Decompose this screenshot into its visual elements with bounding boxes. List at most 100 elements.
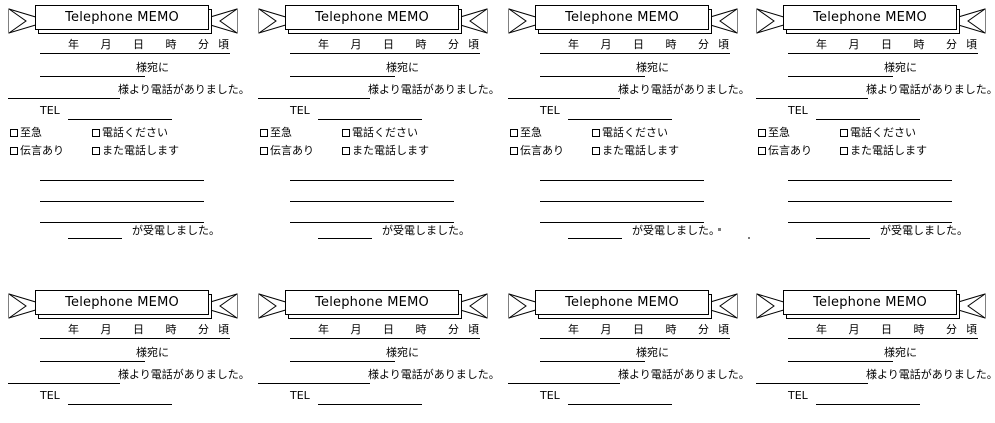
recipient-row[interactable]: 様宛に xyxy=(500,58,747,80)
checkbox-will-call[interactable]: また電話します xyxy=(342,145,429,156)
caller-row[interactable]: 様より電話がありました。 xyxy=(500,365,747,387)
memo-note-rule[interactable] xyxy=(290,222,454,223)
tel-row[interactable]: TEL xyxy=(250,102,497,124)
memo-note-rule[interactable] xyxy=(40,180,204,181)
checkbox-box-icon[interactable] xyxy=(510,129,518,137)
checkbox-box-icon[interactable] xyxy=(260,129,268,137)
date-row[interactable]: 年 月 日 時 分頃 xyxy=(748,36,995,58)
recipient-write-rule[interactable] xyxy=(540,76,645,77)
date-write-rule[interactable] xyxy=(290,53,480,54)
checkbox-box-icon[interactable] xyxy=(840,147,848,155)
memo-note-rule[interactable] xyxy=(290,201,454,202)
checkbox-box-icon[interactable] xyxy=(758,129,766,137)
recipient-write-rule[interactable] xyxy=(290,361,395,362)
memo-note-rule[interactable] xyxy=(788,222,952,223)
tel-write-rule[interactable] xyxy=(318,119,422,120)
recipient-row[interactable]: 様宛に xyxy=(0,343,247,365)
date-write-rule[interactable] xyxy=(540,53,730,54)
memo-note-rule[interactable] xyxy=(540,180,704,181)
tel-row[interactable]: TEL xyxy=(748,102,995,124)
recipient-write-rule[interactable] xyxy=(788,361,893,362)
tel-write-rule[interactable] xyxy=(318,404,422,405)
tel-write-rule[interactable] xyxy=(816,119,920,120)
memo-note-rule[interactable] xyxy=(788,201,952,202)
caller-write-rule[interactable] xyxy=(756,98,868,99)
checkbox-message[interactable]: 伝言あり xyxy=(10,145,64,156)
receiver-write-rule[interactable] xyxy=(568,238,622,239)
recipient-write-rule[interactable] xyxy=(40,361,145,362)
checkbox-urgent[interactable]: 至急 xyxy=(260,127,292,138)
tel-write-rule[interactable] xyxy=(816,404,920,405)
memo-note-rule[interactable] xyxy=(540,201,704,202)
checkbox-box-icon[interactable] xyxy=(342,129,350,137)
receiver-write-rule[interactable] xyxy=(318,238,372,239)
date-write-rule[interactable] xyxy=(40,338,230,339)
caller-write-rule[interactable] xyxy=(8,98,120,99)
date-row[interactable]: 年 月 日 時 分頃 xyxy=(500,321,747,343)
date-row[interactable]: 年 月 日 時 分頃 xyxy=(748,321,995,343)
caller-write-rule[interactable] xyxy=(258,98,370,99)
checkbox-call-back[interactable]: 電話ください xyxy=(342,127,418,138)
checkbox-box-icon[interactable] xyxy=(758,147,766,155)
receiver-write-rule[interactable] xyxy=(816,238,870,239)
tel-write-rule[interactable] xyxy=(68,404,172,405)
date-write-rule[interactable] xyxy=(540,338,730,339)
recipient-write-rule[interactable] xyxy=(788,76,893,77)
caller-row[interactable]: 様より電話がありました。 xyxy=(250,365,497,387)
date-write-rule[interactable] xyxy=(40,53,230,54)
checkbox-box-icon[interactable] xyxy=(840,129,848,137)
date-row[interactable]: 年 月 日 時 分頃 xyxy=(0,36,247,58)
tel-row[interactable]: TEL xyxy=(0,387,247,409)
recipient-row[interactable]: 様宛に xyxy=(250,58,497,80)
caller-row[interactable]: 様より電話がありました。 xyxy=(748,80,995,102)
recipient-row[interactable]: 様宛に xyxy=(0,58,247,80)
recipient-row[interactable]: 様宛に xyxy=(748,58,995,80)
checkbox-urgent[interactable]: 至急 xyxy=(758,127,790,138)
caller-write-rule[interactable] xyxy=(508,98,620,99)
memo-note-rule[interactable] xyxy=(290,180,454,181)
tel-row[interactable]: TEL xyxy=(0,102,247,124)
date-write-rule[interactable] xyxy=(788,53,978,54)
checkbox-box-icon[interactable] xyxy=(92,147,100,155)
checkbox-urgent[interactable]: 至急 xyxy=(10,127,42,138)
caller-row[interactable]: 様より電話がありました。 xyxy=(0,365,247,387)
checkbox-call-back[interactable]: 電話ください xyxy=(592,127,668,138)
checkbox-urgent[interactable]: 至急 xyxy=(510,127,542,138)
caller-write-rule[interactable] xyxy=(8,383,120,384)
date-write-rule[interactable] xyxy=(290,338,480,339)
memo-note-rule[interactable] xyxy=(540,222,704,223)
caller-write-rule[interactable] xyxy=(508,383,620,384)
caller-write-rule[interactable] xyxy=(756,383,868,384)
tel-write-rule[interactable] xyxy=(68,119,172,120)
checkbox-box-icon[interactable] xyxy=(10,129,18,137)
caller-row[interactable]: 様より電話がありました。 xyxy=(0,80,247,102)
checkbox-box-icon[interactable] xyxy=(92,129,100,137)
caller-row[interactable]: 様より電話がありました。 xyxy=(250,80,497,102)
recipient-row[interactable]: 様宛に xyxy=(748,343,995,365)
checkbox-call-back[interactable]: 電話ください xyxy=(840,127,916,138)
recipient-write-rule[interactable] xyxy=(290,76,395,77)
date-write-rule[interactable] xyxy=(788,338,978,339)
checkbox-message[interactable]: 伝言あり xyxy=(758,145,812,156)
checkbox-box-icon[interactable] xyxy=(592,147,600,155)
date-row[interactable]: 年 月 日 時 分頃 xyxy=(500,36,747,58)
receiver-write-rule[interactable] xyxy=(68,238,122,239)
date-row[interactable]: 年 月 日 時 分頃 xyxy=(250,36,497,58)
recipient-write-rule[interactable] xyxy=(540,361,645,362)
date-row[interactable]: 年 月 日 時 分頃 xyxy=(0,321,247,343)
checkbox-will-call[interactable]: また電話します xyxy=(592,145,679,156)
tel-row[interactable]: TEL xyxy=(748,387,995,409)
recipient-row[interactable]: 様宛に xyxy=(500,343,747,365)
checkbox-box-icon[interactable] xyxy=(260,147,268,155)
memo-note-rule[interactable] xyxy=(40,201,204,202)
checkbox-box-icon[interactable] xyxy=(592,129,600,137)
checkbox-box-icon[interactable] xyxy=(342,147,350,155)
checkbox-will-call[interactable]: また電話します xyxy=(840,145,927,156)
caller-write-rule[interactable] xyxy=(258,383,370,384)
tel-write-rule[interactable] xyxy=(568,404,672,405)
checkbox-will-call[interactable]: また電話します xyxy=(92,145,179,156)
checkbox-box-icon[interactable] xyxy=(10,147,18,155)
date-row[interactable]: 年 月 日 時 分頃 xyxy=(250,321,497,343)
recipient-write-rule[interactable] xyxy=(40,76,145,77)
checkbox-box-icon[interactable] xyxy=(510,147,518,155)
